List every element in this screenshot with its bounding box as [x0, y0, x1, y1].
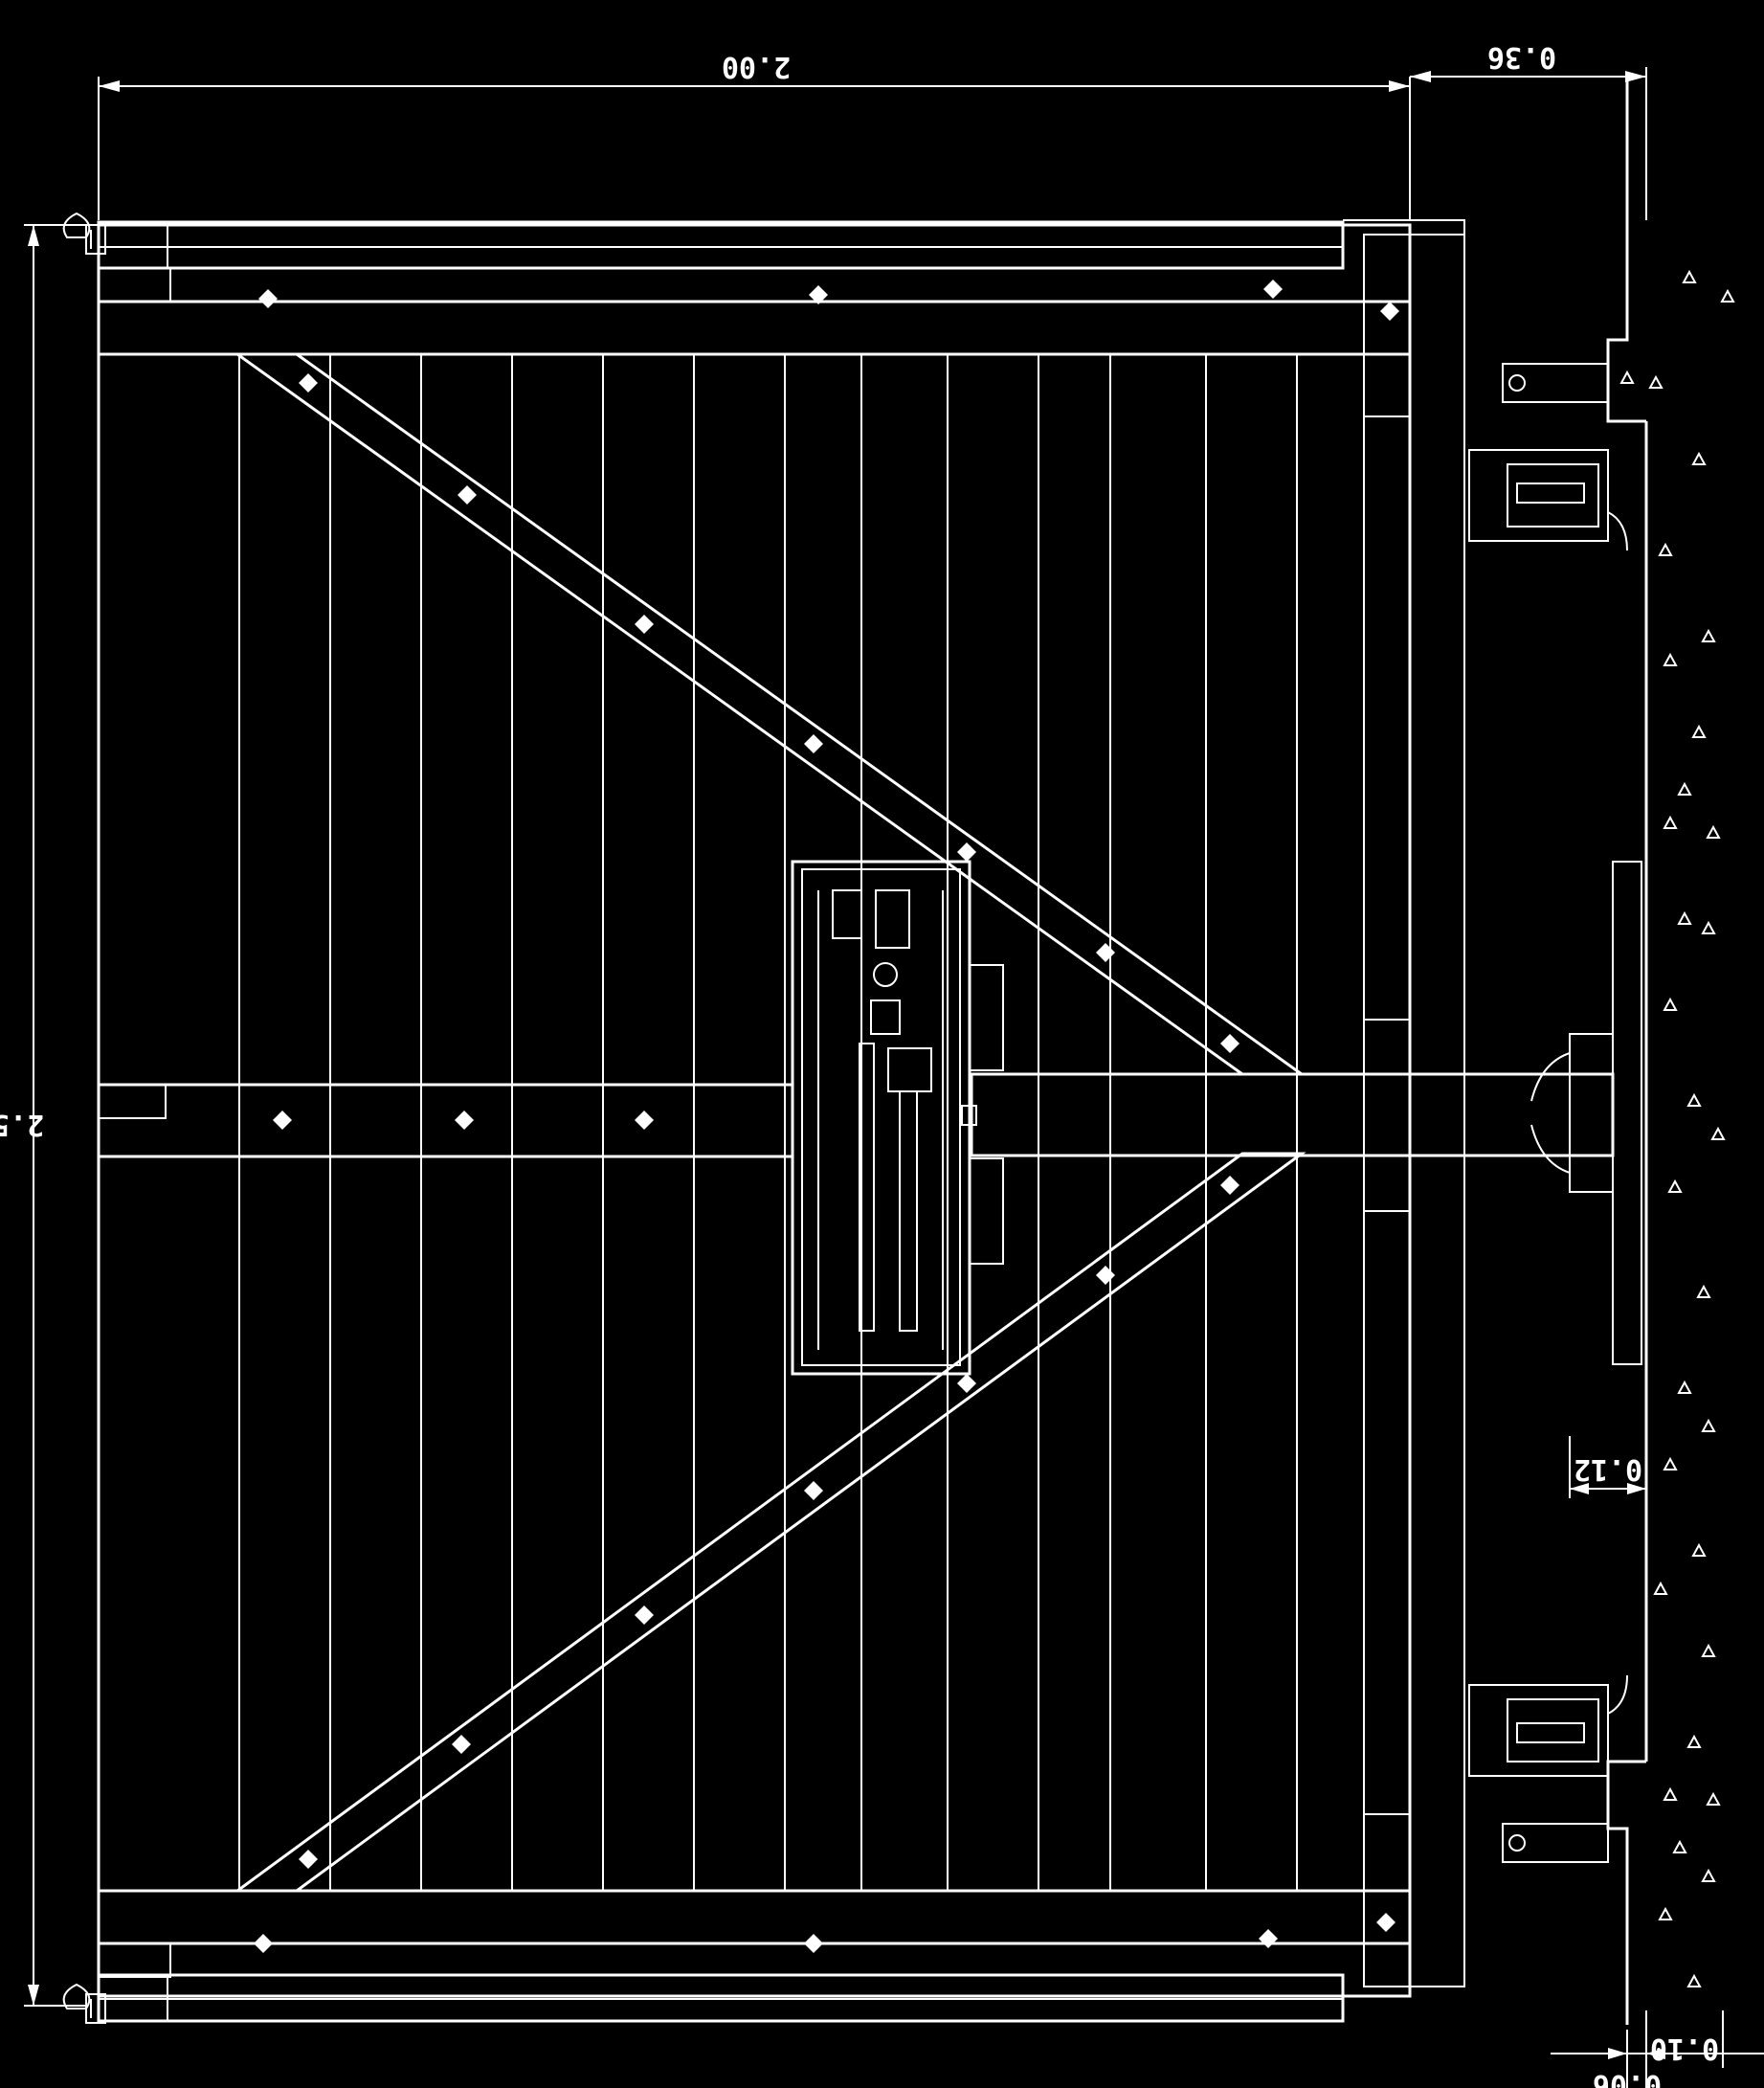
bolt-marker	[1380, 302, 1399, 321]
ground-triangle	[1677, 781, 1692, 796]
roller-unit-bottom	[1468, 1674, 1628, 1863]
ground-hatching	[1619, 269, 1735, 1987]
diagonal-braces	[233, 352, 1306, 1893]
bolt-marker	[635, 1605, 654, 1625]
vertical-boards	[238, 354, 1298, 1891]
dim-offset-a-label: 0.10	[1650, 2032, 1719, 2065]
ground-triangle	[1686, 1092, 1702, 1107]
ground-triangle	[1667, 1179, 1683, 1193]
bolt-marker	[258, 289, 278, 308]
bolt-marker	[452, 1735, 471, 1754]
hinge-bottom-left	[62, 1983, 106, 2024]
bolt-marker	[957, 842, 976, 862]
ground-triangle	[1663, 815, 1678, 829]
dimension-top-width: 2.00	[98, 50, 1411, 220]
bolt-marker	[273, 1111, 292, 1130]
ground-triangle	[1696, 1284, 1711, 1298]
ground-triangle	[1663, 1456, 1678, 1471]
ground-triangle	[1686, 1973, 1702, 1987]
motor-control-box	[791, 860, 1004, 1376]
dim-gap-label: 0.12	[1574, 1452, 1642, 1486]
bolt-marker	[1263, 280, 1283, 299]
ground-triangle	[1663, 1786, 1678, 1801]
bolt-marker	[1376, 1913, 1396, 1932]
dimension-gap-small: 0.12	[1569, 1436, 1646, 1498]
top-rail	[97, 220, 1412, 356]
bolt-marker	[804, 1481, 823, 1500]
bolt-marker	[299, 373, 318, 393]
ground-triangle	[1701, 920, 1716, 934]
bolt-marker	[455, 1111, 474, 1130]
ground-triangle	[1663, 997, 1678, 1011]
dimension-bottom-offsets: 0.10 0.06	[1551, 2010, 1764, 2088]
ground-triangle	[1658, 1906, 1673, 1920]
dim-height-label: 2.56	[0, 1108, 44, 1141]
ground-triangle	[1672, 1839, 1687, 1853]
dim-width-label: 2.00	[722, 50, 791, 83]
ground-triangle	[1701, 1868, 1716, 1882]
right-post	[1343, 77, 1648, 2025]
bolt-marker	[1220, 1176, 1239, 1195]
bolt-marker	[635, 615, 654, 634]
ground-triangle	[1701, 628, 1716, 642]
ground-triangle	[1710, 1126, 1726, 1140]
ground-triangle	[1663, 652, 1678, 666]
ground-triangle	[1619, 370, 1635, 384]
gate-frame	[97, 223, 1412, 1998]
ground-triangle	[1682, 269, 1697, 283]
ground-triangle	[1701, 1643, 1716, 1657]
bolt-marker	[804, 1934, 823, 1953]
bolt-marker	[1096, 943, 1115, 962]
bolt-marker	[804, 734, 823, 753]
ground-triangle	[1720, 288, 1735, 303]
ground-triangle	[1691, 724, 1707, 738]
bolt-marker	[1096, 1266, 1115, 1285]
ground-triangle	[1648, 374, 1664, 389]
ground-triangle	[1691, 451, 1707, 465]
ground-triangle	[1691, 1542, 1707, 1557]
ground-triangle	[1701, 1418, 1716, 1432]
ground-triangle	[1653, 1581, 1668, 1595]
dimension-side-offset: 0.36	[1410, 40, 1647, 220]
ground-triangle	[1686, 1734, 1702, 1748]
dim-offset-b-label: 0.06	[1593, 2068, 1662, 2088]
bolt-marker	[809, 285, 828, 304]
bolt-marker	[1220, 1034, 1239, 1053]
bolt-marker	[254, 1934, 273, 1953]
ground-triangle	[1677, 1380, 1692, 1394]
ground-triangle	[1658, 542, 1673, 556]
bolt-marker	[1259, 1929, 1278, 1948]
bolt-marker	[458, 485, 477, 505]
hinge-top-left	[62, 212, 106, 255]
bolt-marker	[299, 1850, 318, 1869]
center-guide	[1530, 1033, 1614, 1193]
ground-triangle	[1677, 910, 1692, 925]
ground-triangle	[1706, 1791, 1721, 1806]
bolt-marker	[957, 1374, 976, 1393]
bolt-marker	[635, 1111, 654, 1130]
roller-unit-top	[1468, 363, 1628, 551]
ground-triangle	[1706, 824, 1721, 839]
dim-side-offset-label: 0.36	[1487, 40, 1556, 74]
bottom-rail	[97, 1889, 1412, 2023]
bolt-markers	[254, 280, 1399, 1953]
dimension-overall-height: 2.56	[0, 224, 86, 2007]
